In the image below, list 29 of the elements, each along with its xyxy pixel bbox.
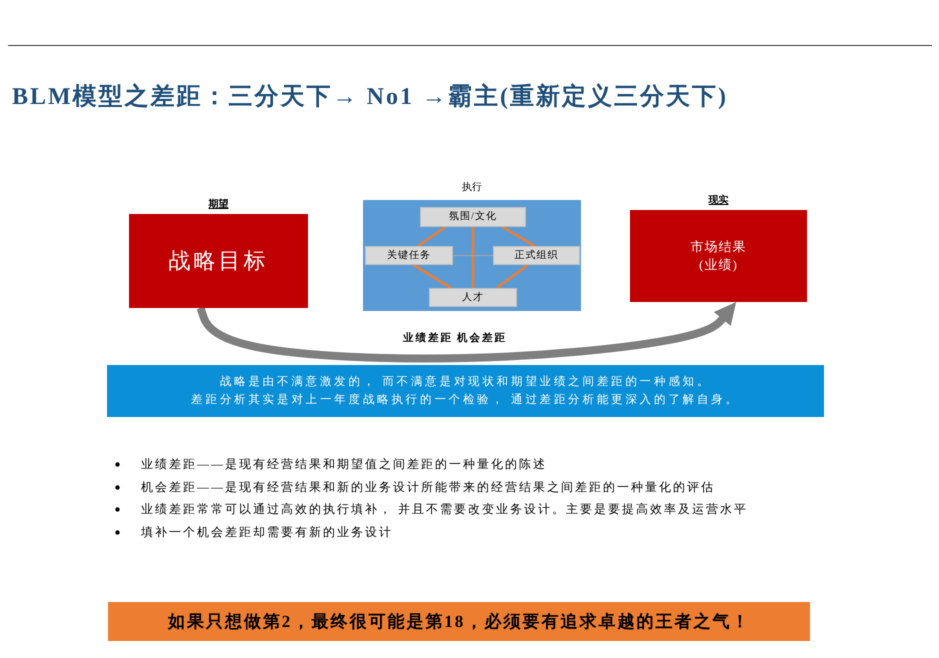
- connector-line: [502, 226, 536, 248]
- section-heading: 期望: [208, 198, 228, 211]
- info-banner: [107, 365, 824, 417]
- conclusion-banner: [108, 602, 810, 641]
- box-label: 市场结果(业绩): [690, 238, 748, 274]
- bullet-text: 机会差距——是现有经营结果和新的业务设计所能带来的经营结果之间差距的一种量化的评估: [141, 478, 715, 494]
- element-box: [429, 288, 517, 307]
- bullet-text: 业绩差距——是现有经营结果和期望值之间差距的一种量化的陈述: [141, 456, 547, 472]
- banner-text: 差距分析其实是对上一年度战略执行的一个检验， 通过差距分析能更深入的了解自身。: [191, 392, 740, 408]
- panel-heading: 执行: [462, 181, 482, 194]
- connector-line: [412, 264, 452, 290]
- connector-line: [417, 226, 446, 248]
- banner-text: 如果只想做第2，最终很可能是第18，必须要有追求卓越的王者之气！: [168, 610, 750, 632]
- section-heading: 现实: [708, 194, 728, 207]
- bullet-text: 填补一个机会差距却需要有新的业务设计: [141, 524, 393, 540]
- banner-text: 战略是由不满意激发的， 而不满意是对现状和期望业绩之间差距的一种感知。: [220, 374, 712, 390]
- element-box: [365, 246, 453, 265]
- connector-line: [496, 264, 529, 289]
- box-label: 氛围/文化: [449, 211, 497, 223]
- slide-title: BLM模型之差距：三分天下→ No1 →霸主(重新定义三分天下): [12, 82, 728, 112]
- connector-line: [452, 255, 494, 256]
- box-label: 战略目标: [168, 247, 268, 275]
- box-label: 关键任务: [387, 250, 431, 262]
- box-label: 人才: [462, 292, 484, 304]
- connector-line: [472, 227, 474, 288]
- bullet-text: 业绩差距常常可以通过高效的执行填补， 并且不需要改变业务设计。主要是要提高效率及运营水平: [141, 501, 748, 517]
- element-box: [493, 246, 580, 265]
- element-box: [420, 207, 526, 227]
- box-label: 正式组织: [514, 250, 558, 262]
